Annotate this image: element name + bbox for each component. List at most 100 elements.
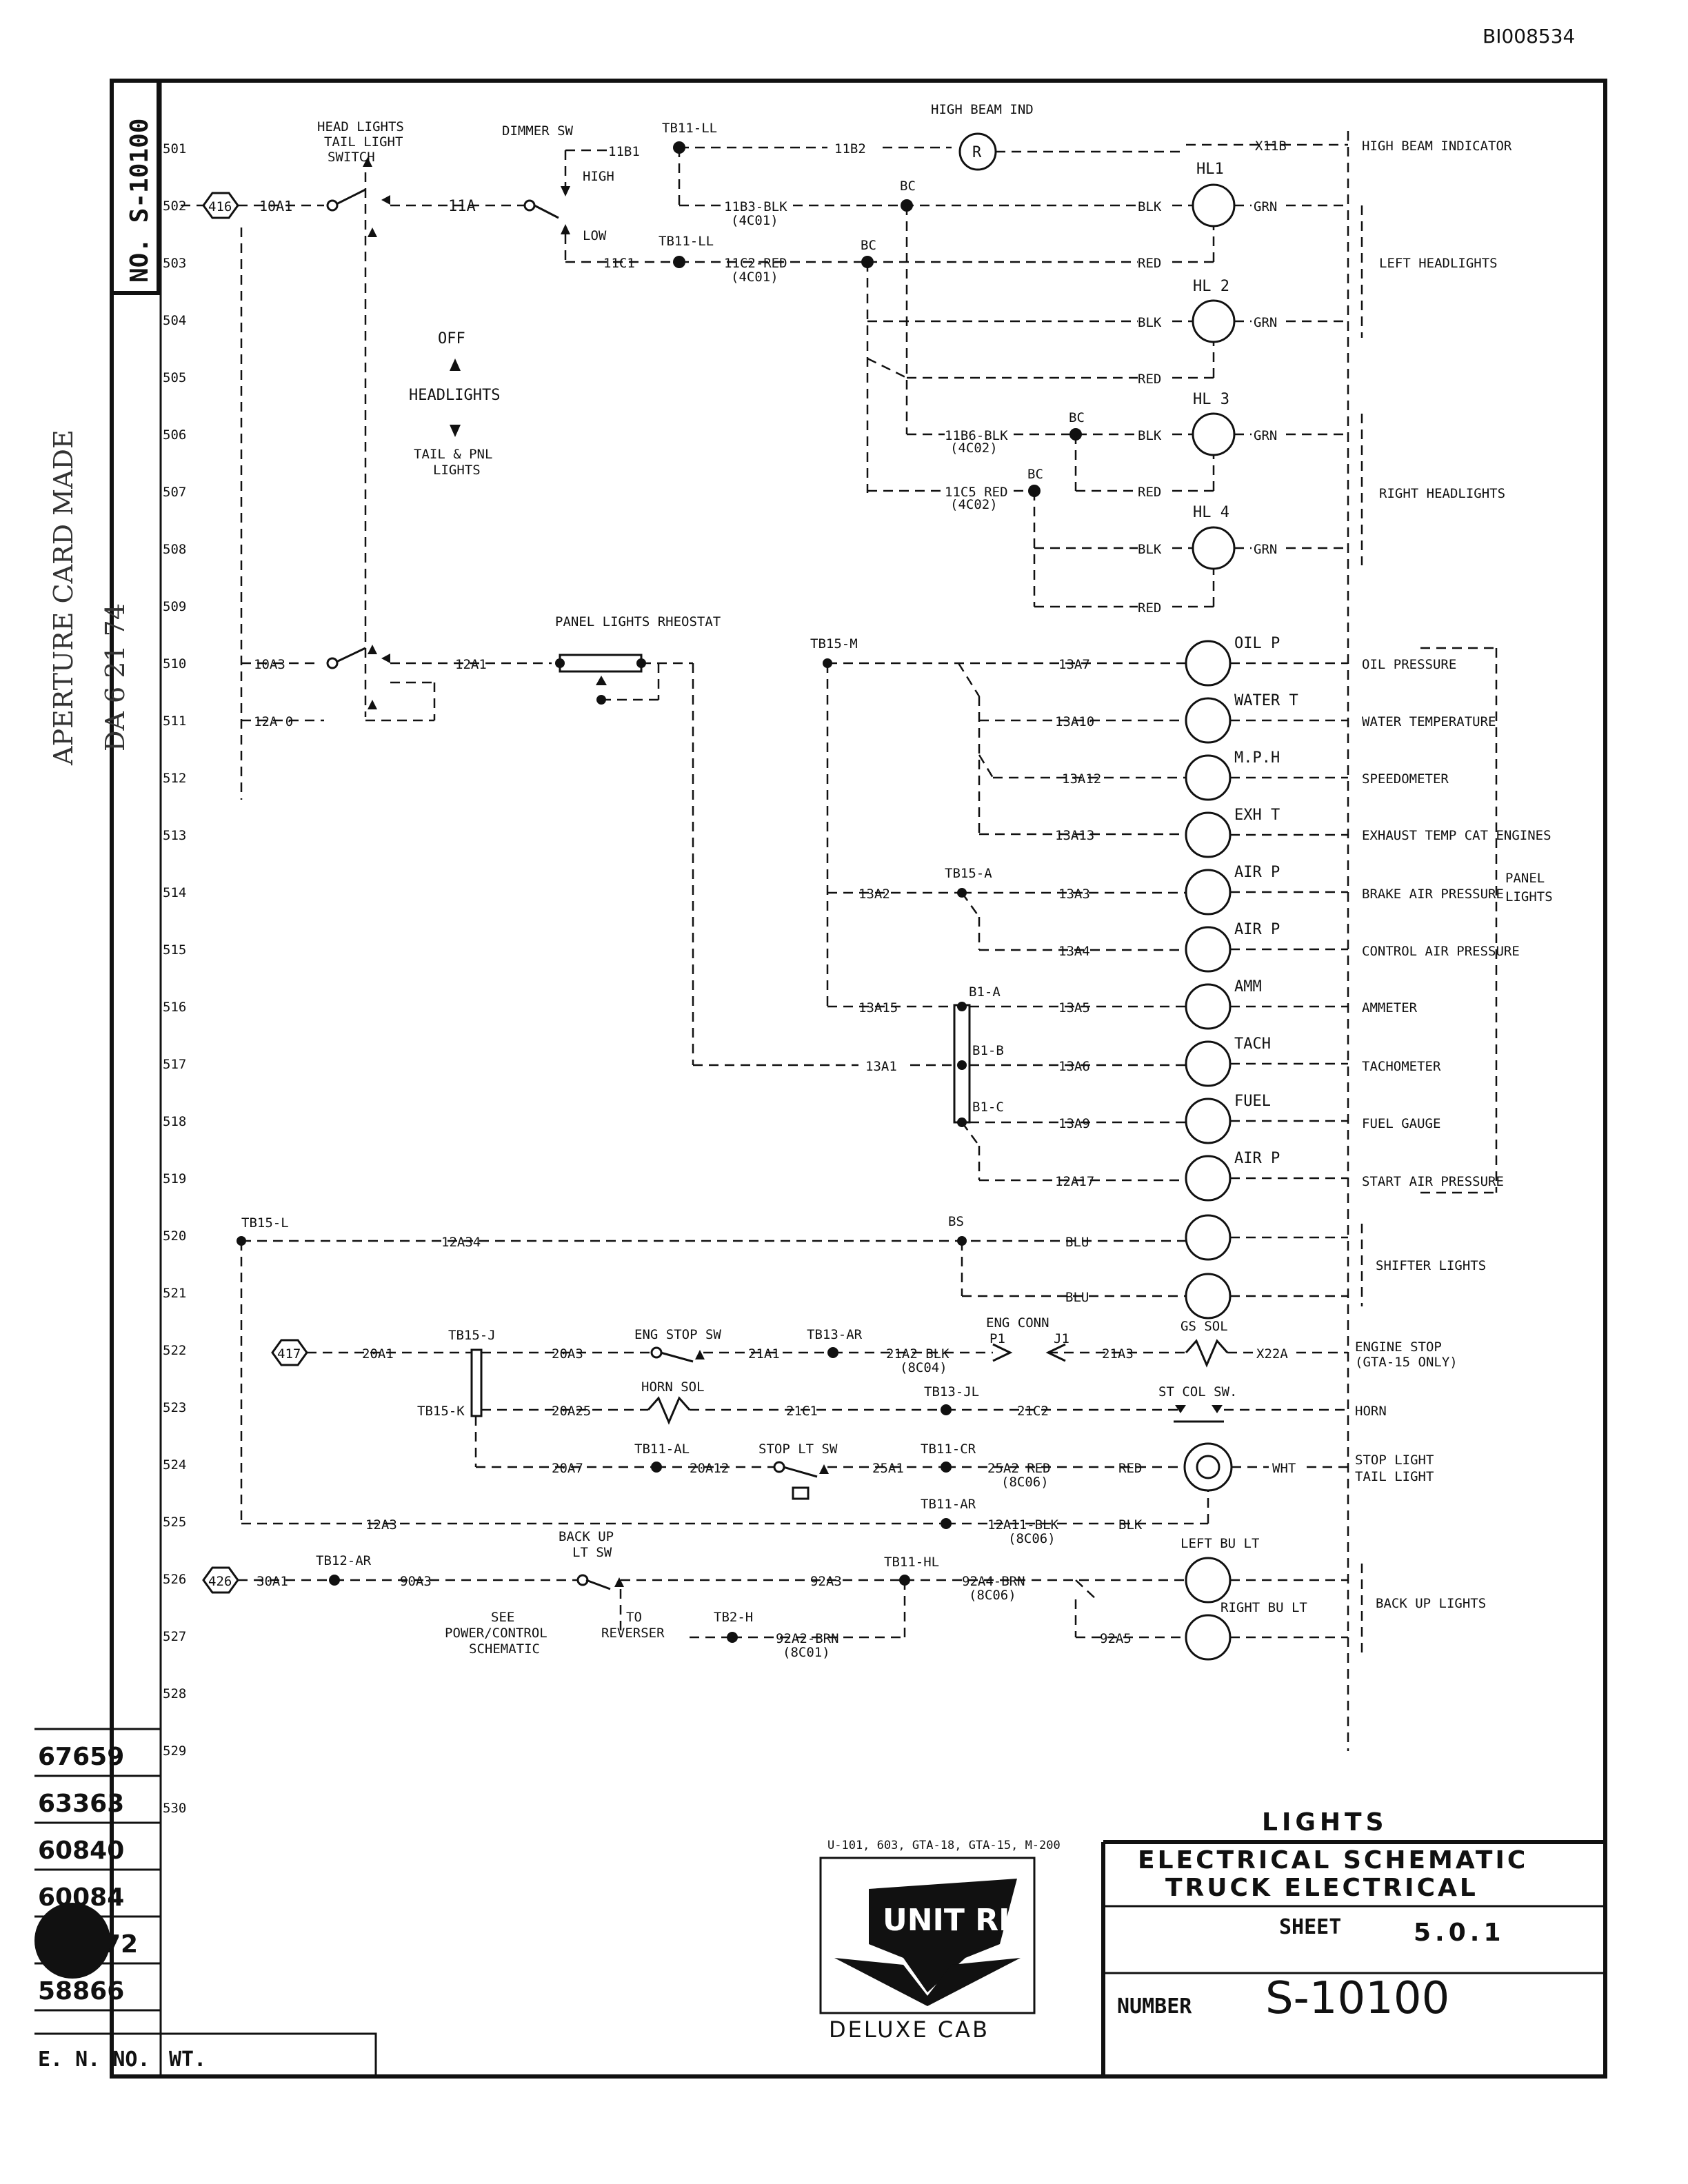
wire-13a12-label: 13A12 (1062, 771, 1101, 787)
hl2-red-label: RED (1138, 372, 1161, 387)
hl1-blk-label: BLK (1138, 199, 1162, 214)
rev-2: 63363 (38, 1790, 124, 1818)
wire-30a1-label: 30A1 (257, 1574, 288, 1589)
function-ammeter: AMMETER (1362, 1000, 1418, 1015)
function-panel-lights-2: LIGHTS (1505, 889, 1553, 904)
terminal-tb11-ll-top: TB11-LL (662, 121, 717, 136)
line-number: 501 (163, 141, 186, 156)
see-power-schematic-label: SEE (491, 1610, 514, 1625)
wire-25a2-label: 25A2 RED (987, 1461, 1051, 1476)
function-control-air: CONTROL AIR PRESSURE (1362, 944, 1520, 959)
wire-21a1-label: 21A1 (748, 1346, 780, 1362)
line-number: 529 (163, 1743, 186, 1759)
back-up-switch-label-2: LT SW (572, 1545, 612, 1560)
terminal-tb13-ar: TB13-AR (807, 1327, 863, 1342)
wire-20a1-label: 20A1 (362, 1346, 394, 1362)
function-high-beam-indicator: HIGH BEAM INDICATOR (1362, 139, 1512, 154)
horn-solenoid (647, 1396, 691, 1425)
hl4-red-label: RED (1138, 600, 1161, 616)
terminal-tb2-h: TB2-H (714, 1610, 753, 1625)
number-label: NUMBER (1117, 1994, 1192, 2019)
gs-solenoid-label: GS SOL (1180, 1319, 1228, 1334)
wire-92a5-label: 92A5 (1100, 1631, 1132, 1646)
line-number: 509 (163, 599, 186, 614)
switch-tail-pnl-label-2: LIGHTS (433, 463, 481, 478)
line-number: 526 (163, 1572, 186, 1587)
lamp-hl4-label: HL 4 (1193, 504, 1229, 521)
title-block: LIGHTS ELECTRICAL SCHEMATIC TRUCK ELECTR… (819, 1808, 1605, 2076)
gauge-lamp-amm (1185, 983, 1232, 1030)
gauge-lamp-exht (1185, 811, 1232, 858)
rev-1: 67659 (38, 1743, 124, 1771)
hl2-grn-label: GRN (1254, 315, 1277, 330)
sheet-label: SHEET (1279, 1915, 1341, 1939)
wire-20a3-label: 20A3 (552, 1346, 583, 1362)
line-number: 523 (163, 1400, 186, 1415)
terminal-tb13-jl: TB13-JL (924, 1384, 979, 1399)
wire-12a3-label: 12A3 (365, 1517, 397, 1533)
function-engine-stop: ENGINE STOP (1355, 1339, 1442, 1355)
function-back-up-lights: BACK UP LIGHTS (1376, 1596, 1486, 1611)
connector-p1 (992, 1343, 1013, 1362)
wire-x11b-label: X11B (1255, 139, 1287, 154)
wire-21a2-label: 21A2 BLK (886, 1346, 950, 1362)
gauge-lamp-oilp (1185, 640, 1232, 687)
see-power-schematic-label-2: POWER/CONTROL (445, 1626, 547, 1641)
wire-13a5-label: 13A5 (1058, 1000, 1090, 1015)
line-number: 525 (163, 1515, 186, 1530)
gauge-lamp-label-airp3: AIR P (1234, 1150, 1280, 1167)
connector-8c06-c: (8C06) (969, 1588, 1016, 1603)
number-value: S-10100 (1265, 1973, 1449, 2024)
lamp-hl4 (1192, 526, 1236, 570)
function-start-air: START AIR PRESSURE (1362, 1174, 1504, 1189)
lamp-hl3 (1192, 412, 1236, 456)
terminal-bc-2: BC (861, 238, 876, 253)
terminal-tb15-a: TB15-A (945, 866, 992, 881)
wire-12a17-label: 12A17 (1055, 1174, 1094, 1189)
terminal-tb15-l: TB15-L (241, 1215, 289, 1231)
wire-13a10-label: 13A10 (1055, 714, 1094, 729)
title-line-1: ELECTRICAL SCHEMATIC (1138, 1846, 1528, 1874)
line-number: 507 (163, 485, 186, 500)
wire-10a3-label: 10A3 (254, 657, 285, 672)
horn-solenoid-label: HORN SOL (641, 1379, 705, 1395)
off-arrow (450, 358, 461, 371)
lamp-right-backup-label: RIGHT BU LT (1220, 1600, 1307, 1615)
line-number: 504 (163, 313, 186, 328)
wire-20a12-label: 20A12 (690, 1461, 729, 1476)
title-line-2: TRUCK ELECTRICAL (1165, 1874, 1478, 1902)
wire-13a9-label: 13A9 (1058, 1116, 1090, 1131)
panel-lights-section: 10A3 12A1 12A 0 PANEL LIGHTS RHEOSTAT 13… (241, 614, 1553, 1202)
terminal-bc-1: BC (900, 179, 916, 194)
terminal-bc-4: BC (1027, 467, 1043, 482)
circuit-tag-417-label: 417 (277, 1346, 301, 1362)
gauge-lamp-airp1 (1185, 869, 1232, 916)
wire-92a4-label: 92A4-BRN (962, 1574, 1025, 1589)
lamp-hl3-label: HL 3 (1193, 391, 1229, 408)
terminal-strip-tb15 (470, 1348, 483, 1417)
gs-solenoid (1185, 1339, 1229, 1368)
stop-red-label: RED (1118, 1461, 1142, 1476)
switch-arrow (368, 228, 377, 237)
line-number: 506 (163, 427, 186, 443)
headlight-switch-title: HEAD LIGHTS (317, 119, 404, 134)
terminal-tb15-k: TB15-K (417, 1404, 465, 1419)
wire-12a34-label: 12A34 (441, 1235, 481, 1250)
wire-21c2-label: 21C2 (1017, 1404, 1049, 1419)
high-beam-indicator-title: HIGH BEAM IND (931, 102, 1034, 117)
connector-8c06-a: (8C06) (1001, 1475, 1049, 1490)
line-number: 516 (163, 1000, 186, 1015)
revision-block: 67659 63363 60840 60084 72 58866 E. N. N… (34, 1728, 377, 2078)
wire-25a1-label: 25A1 (872, 1461, 904, 1476)
panel-rheostat-title: PANEL LIGHTS RHEOSTAT (555, 614, 721, 629)
switch-tail-pnl-label: TAIL & PNL (414, 447, 492, 462)
connector-4c01-b: (4C01) (731, 270, 778, 285)
gauge-lamp-label-watert: WATER T (1234, 692, 1298, 709)
terminal-bc-3: BC (1069, 410, 1085, 425)
rev-3: 60840 (38, 1837, 124, 1865)
gauge-lamp-fuel (1185, 1098, 1232, 1144)
wire-92a3-label: 92A3 (810, 1574, 842, 1589)
gauge-lamp-airp2 (1185, 926, 1232, 973)
wire-20a7-label: 20A7 (552, 1461, 583, 1476)
wire-12a0-label: 12A 0 (254, 714, 293, 729)
